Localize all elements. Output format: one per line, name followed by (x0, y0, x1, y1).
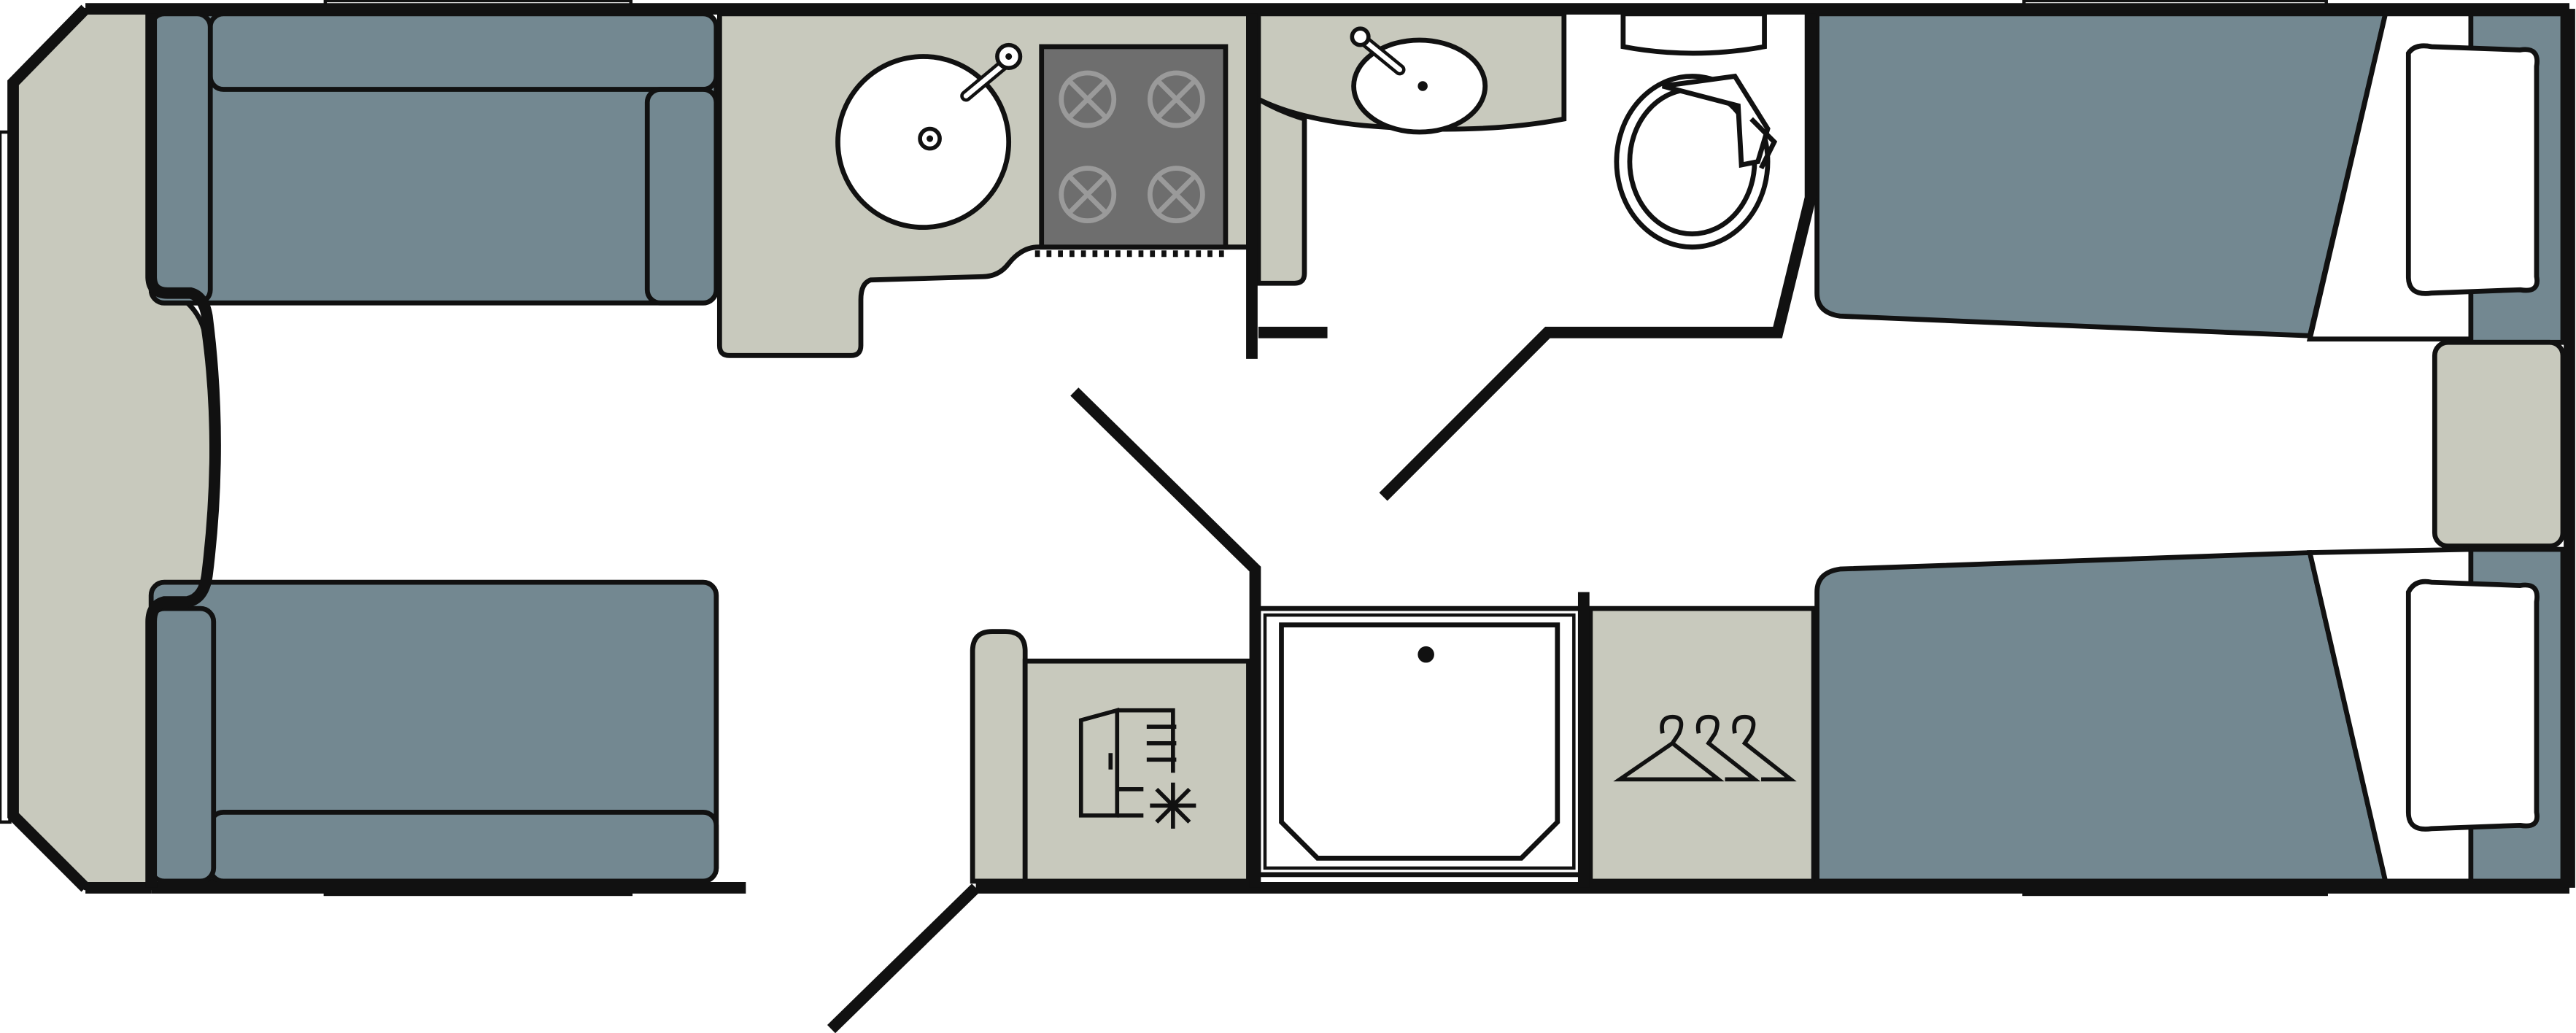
shower-icon (1256, 606, 1583, 878)
bedside-table (2432, 339, 2566, 549)
snowflake-icon (1150, 782, 1196, 829)
washroom-basin (1350, 26, 1488, 135)
pillow-bottom (2405, 579, 2540, 832)
toilet-icon (1614, 73, 1778, 250)
wardrobe (1587, 606, 1817, 884)
washroom (1256, 11, 1817, 884)
left-sofa (148, 11, 719, 306)
walls (7, 3, 2575, 1033)
right-sofa (148, 579, 719, 884)
shower-tray (1256, 606, 1583, 878)
pillow-top (2405, 43, 2540, 296)
rear-bedroom (1814, 0, 2566, 897)
gas-hob (1034, 44, 1229, 258)
fridge-icon (1078, 708, 1177, 818)
front-lounge (0, 0, 719, 897)
kitchen-sink (835, 42, 1023, 231)
single-bed-right (1814, 550, 2389, 884)
fridge-freezer (970, 629, 1251, 884)
hob-icon (1039, 44, 1229, 250)
single-bed-left (1814, 11, 2389, 338)
hanger-icon (1613, 714, 1797, 782)
toilet (1614, 11, 1778, 250)
kitchen (716, 11, 1251, 884)
